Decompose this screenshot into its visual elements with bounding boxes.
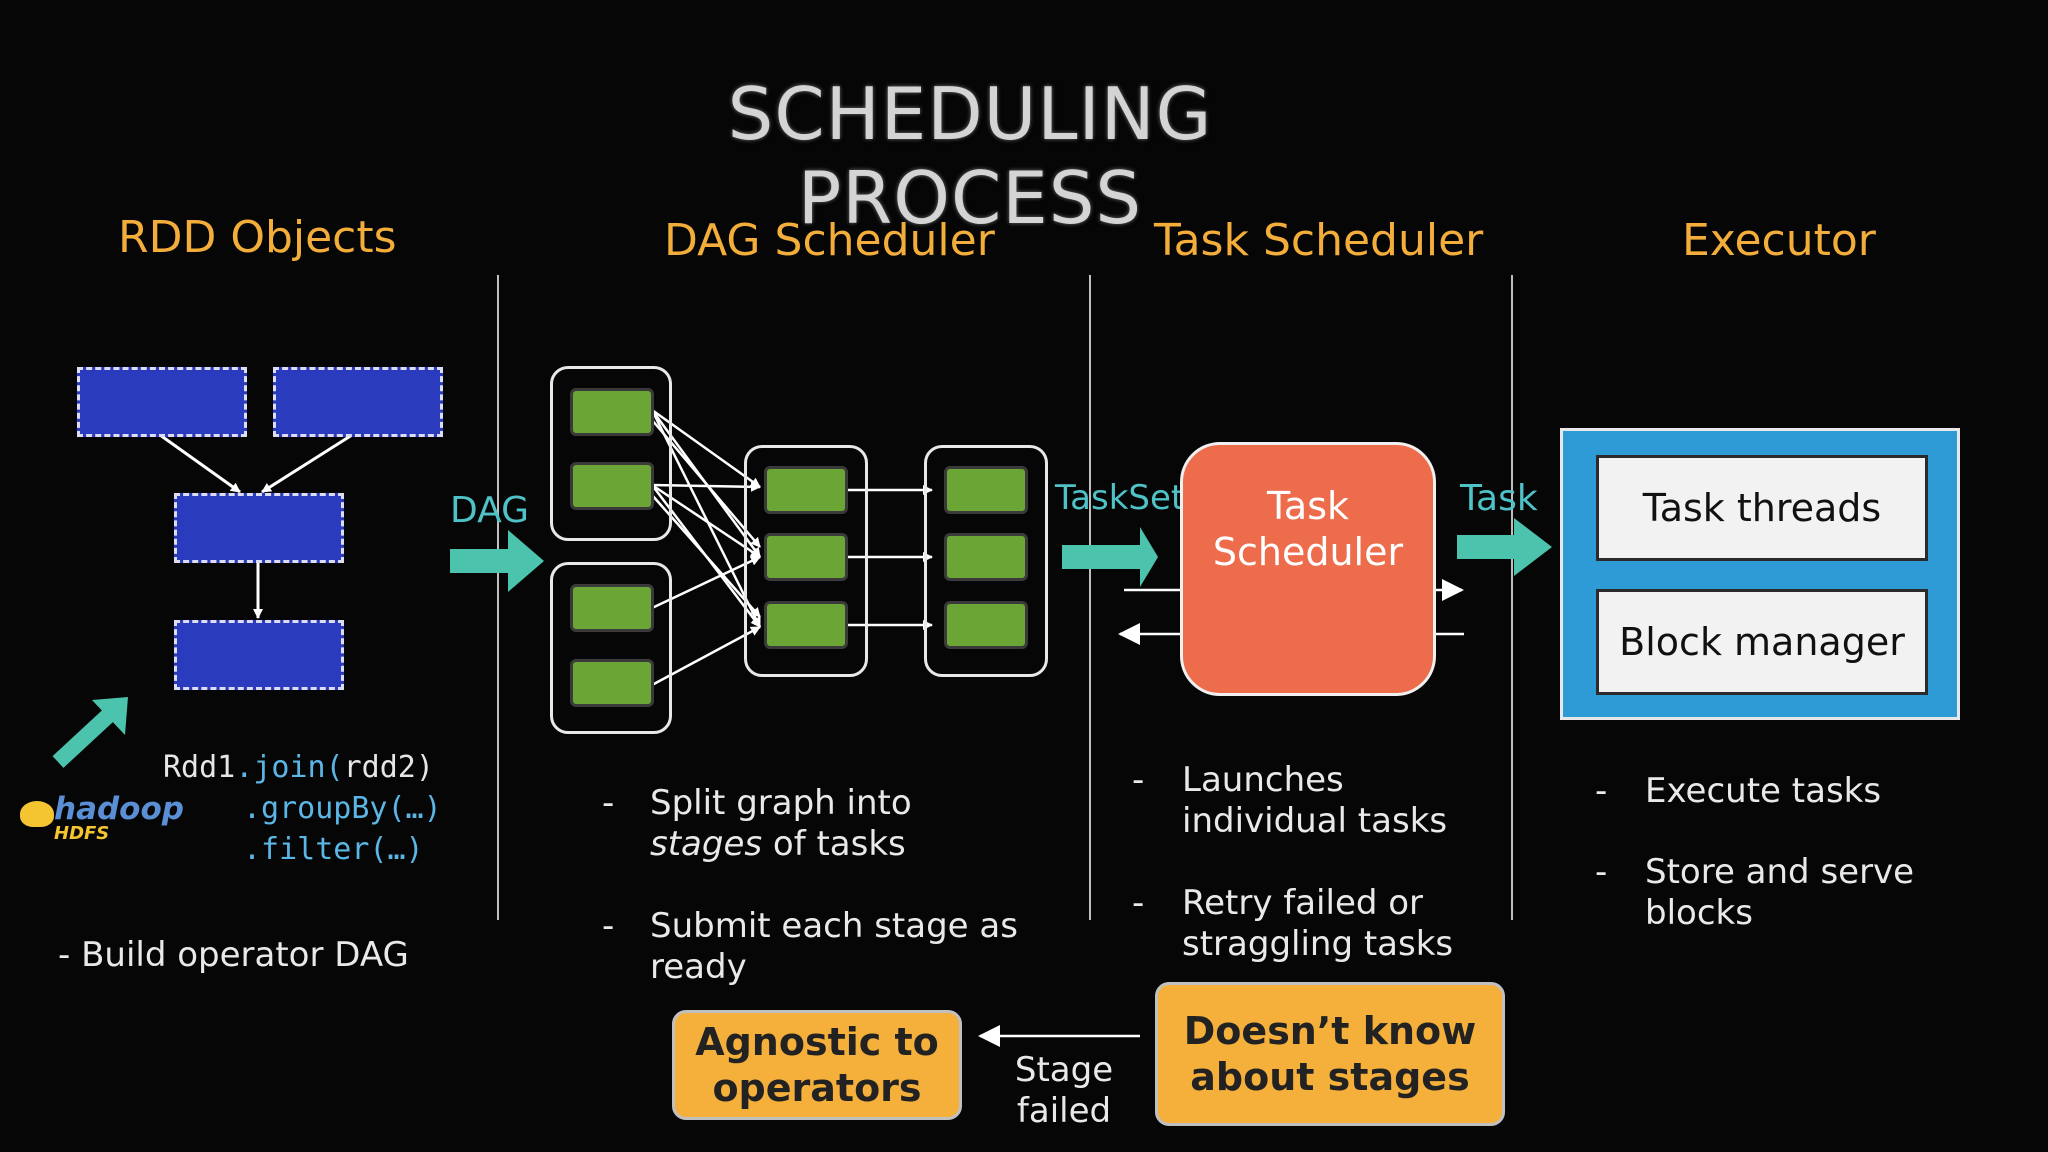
heading-dag-scheduler: DAG Scheduler xyxy=(664,215,995,266)
dag-bullet-2: Submit each stage as ready xyxy=(650,906,1018,988)
rdd-box-4 xyxy=(174,620,344,690)
taskset-flow-arrow xyxy=(1062,527,1158,587)
divider-line-3 xyxy=(1511,275,1513,920)
code-filter: .filter(…) xyxy=(243,832,424,867)
task-c1 xyxy=(764,466,848,514)
code-join: .join( xyxy=(235,750,344,785)
code-line-3: .filter(…) xyxy=(243,832,424,867)
dag-bullet-1-rest: of tasks xyxy=(762,824,906,864)
label-task: Task xyxy=(1460,478,1538,519)
task-a2 xyxy=(570,462,654,510)
task-scheduler-box: Task Scheduler xyxy=(1180,442,1436,696)
task-bullet-dash-2: - xyxy=(1132,883,1145,923)
hdfs-input-arrow xyxy=(52,697,128,768)
exec-bullet-dash-1: - xyxy=(1595,771,1608,811)
exec-bullet-1: Execute tasks xyxy=(1645,771,1882,811)
task-c2 xyxy=(764,533,848,581)
divider-line-1 xyxy=(497,275,499,920)
stage-box-d xyxy=(924,445,1048,677)
stage-box-b xyxy=(550,562,672,734)
dag-bullet-dash-2: - xyxy=(602,906,615,946)
divider-line-2 xyxy=(1089,275,1091,920)
dag-bullet-2-line2: ready xyxy=(650,947,747,987)
task-threads-box: Task threads xyxy=(1596,455,1928,561)
heading-rdd-objects: RDD Objects xyxy=(118,212,397,263)
task-d1 xyxy=(944,466,1028,514)
code-line-1: Rdd1.join(rdd2) xyxy=(163,750,434,785)
task-scheduler-line1: Task xyxy=(1266,484,1349,528)
heading-executor: Executor xyxy=(1682,215,1876,266)
executor-box: Task threads Block manager xyxy=(1560,428,1960,720)
code-line-2: .groupBy(…) xyxy=(243,791,442,826)
doesnt-know-callout-text: Doesn’t know about stages xyxy=(1184,1008,1476,1100)
dag-bullet-1-italic: stages xyxy=(650,824,763,864)
code-rdd1: Rdd1 xyxy=(163,750,236,785)
rdd-box-2 xyxy=(273,367,443,437)
exec-bullet-2-line1: Store and serve xyxy=(1645,852,1915,892)
task-bullet-1: Launches individual tasks xyxy=(1182,760,1447,842)
task-bullet-2: Retry failed or straggling tasks xyxy=(1182,883,1453,965)
task-bullet-1-line1: Launches xyxy=(1182,760,1344,800)
task-a1 xyxy=(570,388,654,436)
dag-flow-arrow xyxy=(450,530,544,592)
task-bullet-1-line2: individual tasks xyxy=(1182,801,1448,841)
heading-task-scheduler: Task Scheduler xyxy=(1154,215,1484,266)
task-d2 xyxy=(944,533,1028,581)
stage-box-a xyxy=(550,366,672,541)
label-dag: DAG xyxy=(450,490,529,531)
task-b2 xyxy=(570,659,654,707)
code-rdd2: rdd2) xyxy=(343,750,434,785)
dag-bullet-2-line1: Submit each stage as xyxy=(650,906,1018,946)
rdd-box-1 xyxy=(77,367,247,437)
rdd-note: - Build operator DAG xyxy=(58,935,409,975)
dag-bullet-1: Split graph into stages of tasks xyxy=(650,783,912,865)
agnostic-line2: operators xyxy=(712,1066,922,1110)
exec-bullet-dash-2: - xyxy=(1595,852,1608,892)
slide-title: SCHEDULING PROCESS xyxy=(727,72,1213,240)
hadoop-logo: hadoop HDFS xyxy=(20,791,184,845)
doesnt-know-callout: Doesn’t know about stages xyxy=(1155,982,1505,1126)
agnostic-callout-text: Agnostic to operators xyxy=(695,1019,939,1111)
task-scheduler-line2: Scheduler xyxy=(1212,530,1404,574)
task-c3 xyxy=(764,601,848,649)
block-manager-box: Block manager xyxy=(1596,589,1928,695)
rdd-box-3 xyxy=(174,493,344,563)
dag-bullet-dash-1: - xyxy=(602,783,615,823)
hadoop-logo-text: hadoop xyxy=(54,791,184,827)
task-flow-arrow xyxy=(1457,518,1552,576)
agnostic-callout: Agnostic to operators xyxy=(672,1010,962,1120)
stage-failed-line1: Stage xyxy=(1014,1050,1114,1090)
exec-bullet-2: Store and serve blocks xyxy=(1645,852,1914,934)
elephant-icon xyxy=(20,801,54,827)
agnostic-line1: Agnostic to xyxy=(695,1020,939,1064)
label-taskset: TaskSet xyxy=(1055,478,1185,518)
task-d3 xyxy=(944,601,1028,649)
code-groupby: .groupBy(…) xyxy=(243,791,442,826)
dag-bullet-1-line1: Split graph into xyxy=(650,783,912,823)
rdd-edge-1 xyxy=(159,433,241,494)
stage-failed-line2: failed xyxy=(1016,1091,1112,1131)
doesnt-line1: Doesn’t know xyxy=(1183,1009,1477,1053)
task-bullet-2-line2: straggling tasks xyxy=(1182,924,1454,964)
doesnt-line2: about stages xyxy=(1190,1055,1470,1099)
rdd-edge-2 xyxy=(261,433,353,494)
hdfs-text: HDFS xyxy=(54,823,110,844)
task-bullet-2-line1: Retry failed or xyxy=(1182,883,1424,923)
stage-failed-label: Stage failed xyxy=(1000,1050,1128,1132)
task-b1 xyxy=(570,584,654,632)
exec-bullet-2-line2: blocks xyxy=(1645,893,1753,933)
stage-box-c xyxy=(744,445,868,677)
task-bullet-dash-1: - xyxy=(1132,760,1145,800)
